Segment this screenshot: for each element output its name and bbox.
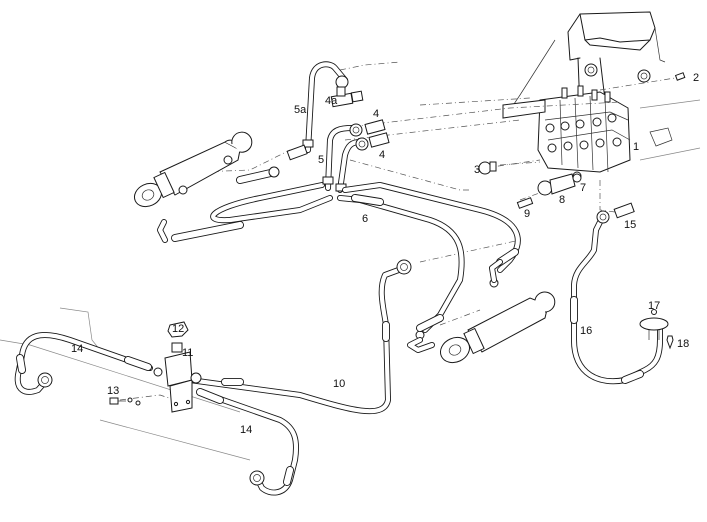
pipe-5 — [322, 123, 369, 193]
adapters-4 — [364, 119, 390, 148]
hose-14-rear — [196, 388, 300, 496]
callout-14-front: 14 — [71, 343, 83, 355]
plug-3 — [478, 161, 497, 175]
callout-12: 12 — [172, 323, 184, 335]
callout-13: 13 — [107, 385, 119, 397]
valve-ports — [545, 113, 622, 153]
callout-labels: 1 2 3 4 4 4a 5 5a 6 7 8 9 10 11 12 13 14… — [71, 72, 699, 436]
pipe-5a — [286, 61, 349, 161]
flange-17-18 — [639, 309, 674, 350]
callout-11: 11 — [182, 347, 193, 359]
callout-5: 5 — [318, 154, 324, 166]
callout-16: 16 — [580, 325, 592, 337]
o-ring-7 — [572, 173, 582, 183]
hose-loop-upper — [157, 166, 333, 243]
junction-block — [153, 321, 202, 413]
callout-2: 2 — [693, 72, 699, 84]
callout-18: 18 — [677, 338, 689, 350]
hose-14-front — [14, 307, 153, 395]
callout-8: 8 — [559, 194, 565, 206]
control-valve-block — [502, 85, 631, 173]
callout-3: 3 — [474, 164, 480, 176]
screw-2 — [674, 72, 686, 81]
nipple-9 — [516, 197, 534, 209]
callout-17: 17 — [648, 300, 660, 312]
callout-6: 6 — [362, 213, 368, 225]
hose-16 — [570, 210, 663, 385]
adapter-15 — [613, 202, 635, 219]
callout-15: 15 — [624, 219, 636, 231]
bolt-13 — [109, 397, 141, 406]
callout-4-lower: 4 — [379, 149, 385, 161]
valve-spools — [561, 85, 611, 103]
callout-9: 9 — [524, 208, 530, 220]
callout-7: 7 — [580, 182, 586, 194]
callout-1: 1 — [633, 141, 639, 153]
hose-6 — [337, 182, 521, 333]
callout-5a: 5a — [294, 104, 307, 116]
callout-4-upper: 4 — [373, 108, 379, 120]
callout-14-rear: 14 — [240, 424, 252, 436]
hose-10 — [187, 259, 412, 415]
callout-10: 10 — [333, 378, 345, 390]
hydraulic-cylinder-upper — [133, 131, 253, 208]
hydraulic-cylinder-lower — [407, 291, 556, 364]
callout-4a: 4a — [325, 95, 338, 107]
tee-fitting-4a — [330, 86, 364, 108]
